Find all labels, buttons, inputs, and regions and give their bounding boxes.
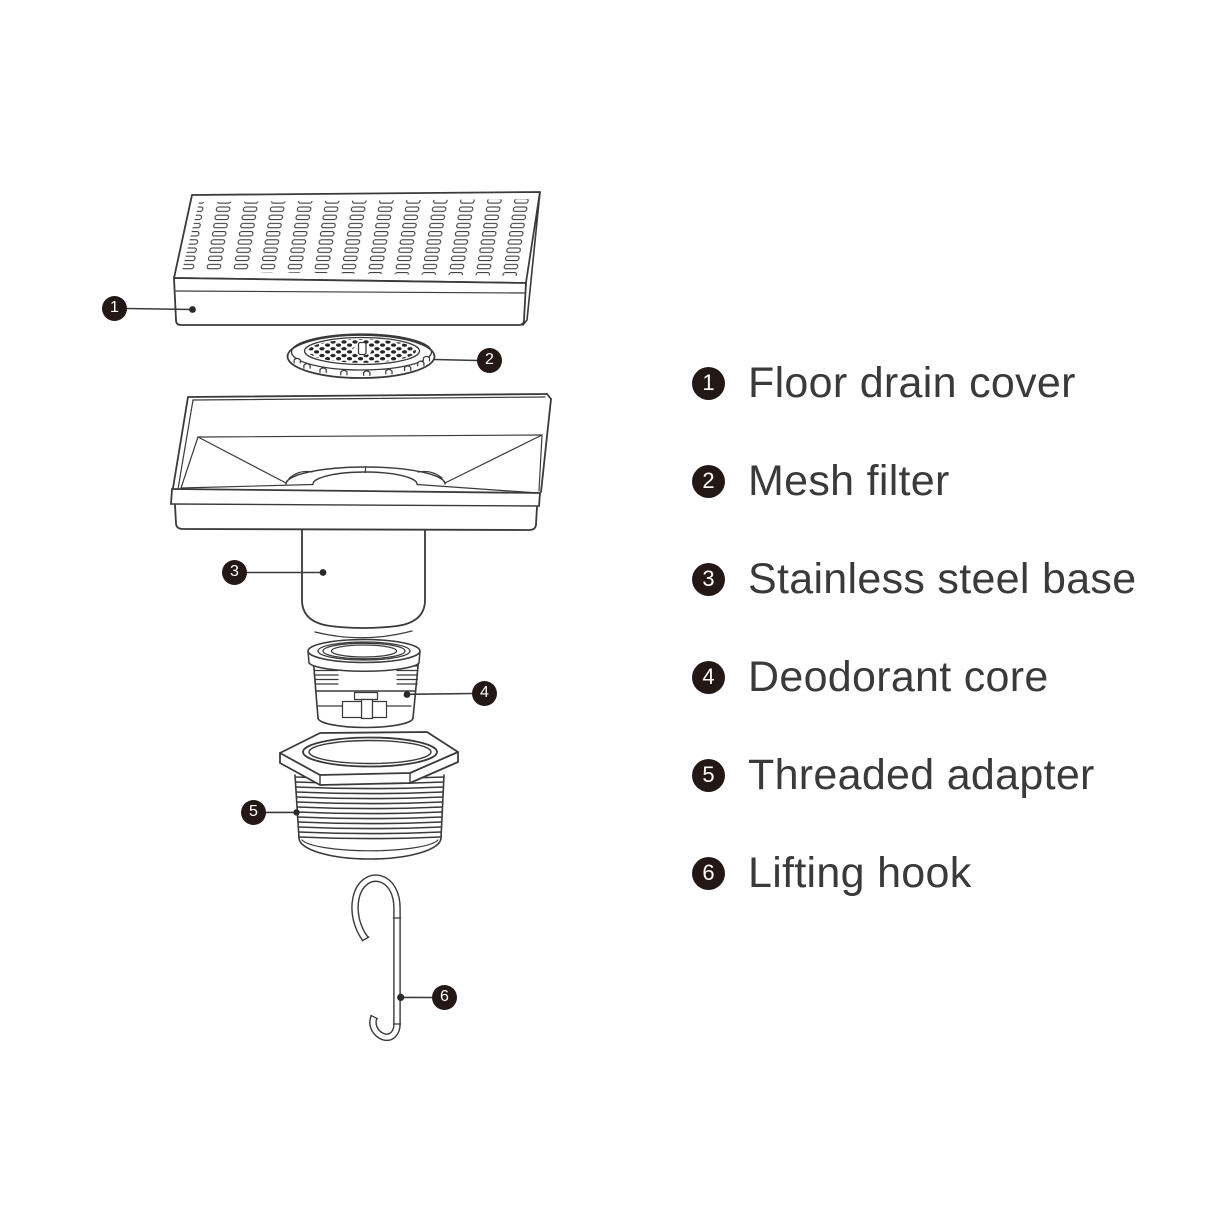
callout-badge-5: 5	[241, 800, 266, 825]
legend-label: Floor drain cover	[748, 358, 1076, 407]
legend-label: Lifting hook	[748, 848, 972, 897]
legend-label: Deodorant core	[748, 652, 1049, 701]
callout-badge-2: 2	[477, 348, 502, 373]
legend-item-deodorant-core: 4 Deodorant core	[692, 628, 1136, 726]
legend-item-mesh-filter: 2 Mesh filter	[692, 432, 1136, 530]
callout-badge-4: 4	[472, 681, 497, 706]
callout-badge-1: 1	[102, 296, 127, 321]
callout-badge-3: 3	[222, 560, 247, 585]
legend-badge-6: 6	[692, 856, 725, 890]
legend-badge-2: 2	[692, 464, 725, 498]
callout-badge-6: 6	[432, 985, 457, 1010]
stainless-steel-base-drawing	[170, 393, 552, 639]
legend-label: Mesh filter	[748, 456, 950, 505]
mesh-filter-drawing	[286, 333, 436, 379]
legend-label: Stainless steel base	[748, 554, 1137, 603]
legend-badge-4: 4	[692, 660, 725, 694]
legend-item-threaded-adapter: 5 Threaded adapter	[692, 726, 1136, 824]
parts-legend: 1 Floor drain cover 2 Mesh filter 3 Stai…	[692, 334, 1136, 922]
legend-item-stainless-steel-base: 3 Stainless steel base	[692, 530, 1136, 628]
legend-item-floor-drain-cover: 1 Floor drain cover	[692, 334, 1136, 432]
callout-leader-lines	[125, 306, 479, 1002]
threaded-adapter-drawing	[279, 731, 459, 860]
legend-badge-1: 1	[692, 366, 725, 400]
legend-label: Threaded adapter	[748, 750, 1095, 799]
deodorant-core-drawing	[307, 638, 421, 729]
lifting-hook-drawing	[351, 874, 402, 1042]
legend-badge-5: 5	[692, 758, 725, 792]
legend-item-lifting-hook: 6 Lifting hook	[692, 824, 1136, 922]
floor-drain-cover-drawing	[173, 191, 541, 326]
legend-badge-3: 3	[692, 562, 725, 596]
